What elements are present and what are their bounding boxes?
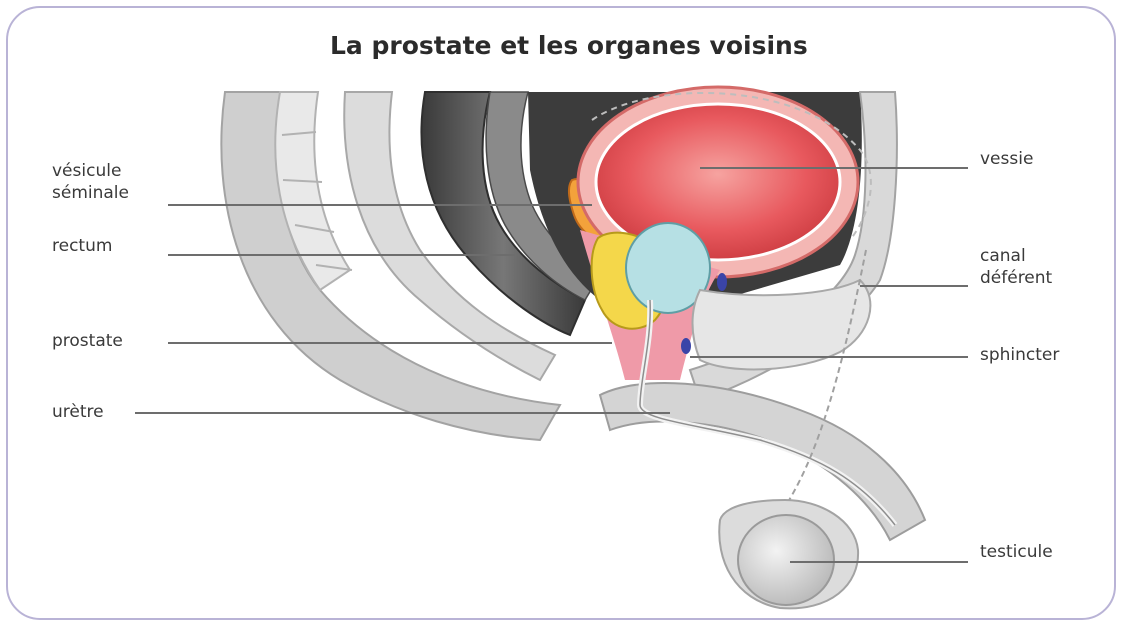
label-sphincter: sphincter [980,344,1059,366]
label-vesicule-seminale: vésicule séminale [52,160,129,204]
label-vesicule-line2: séminale [52,182,129,204]
label-uretre: urètre [52,401,104,423]
label-canal-line2: déférent [980,267,1052,289]
label-rectum: rectum [52,235,112,257]
label-vessie: vessie [980,148,1033,170]
label-prostate: prostate [52,330,123,352]
label-testicule: testicule [980,541,1053,563]
label-canal-line1: canal [980,245,1052,267]
page-title: La prostate et les organes voisins [330,31,808,60]
label-canal-deferent: canal déférent [980,245,1052,289]
label-vesicule-line1: vésicule [52,160,129,182]
testicle-organ [738,515,834,605]
